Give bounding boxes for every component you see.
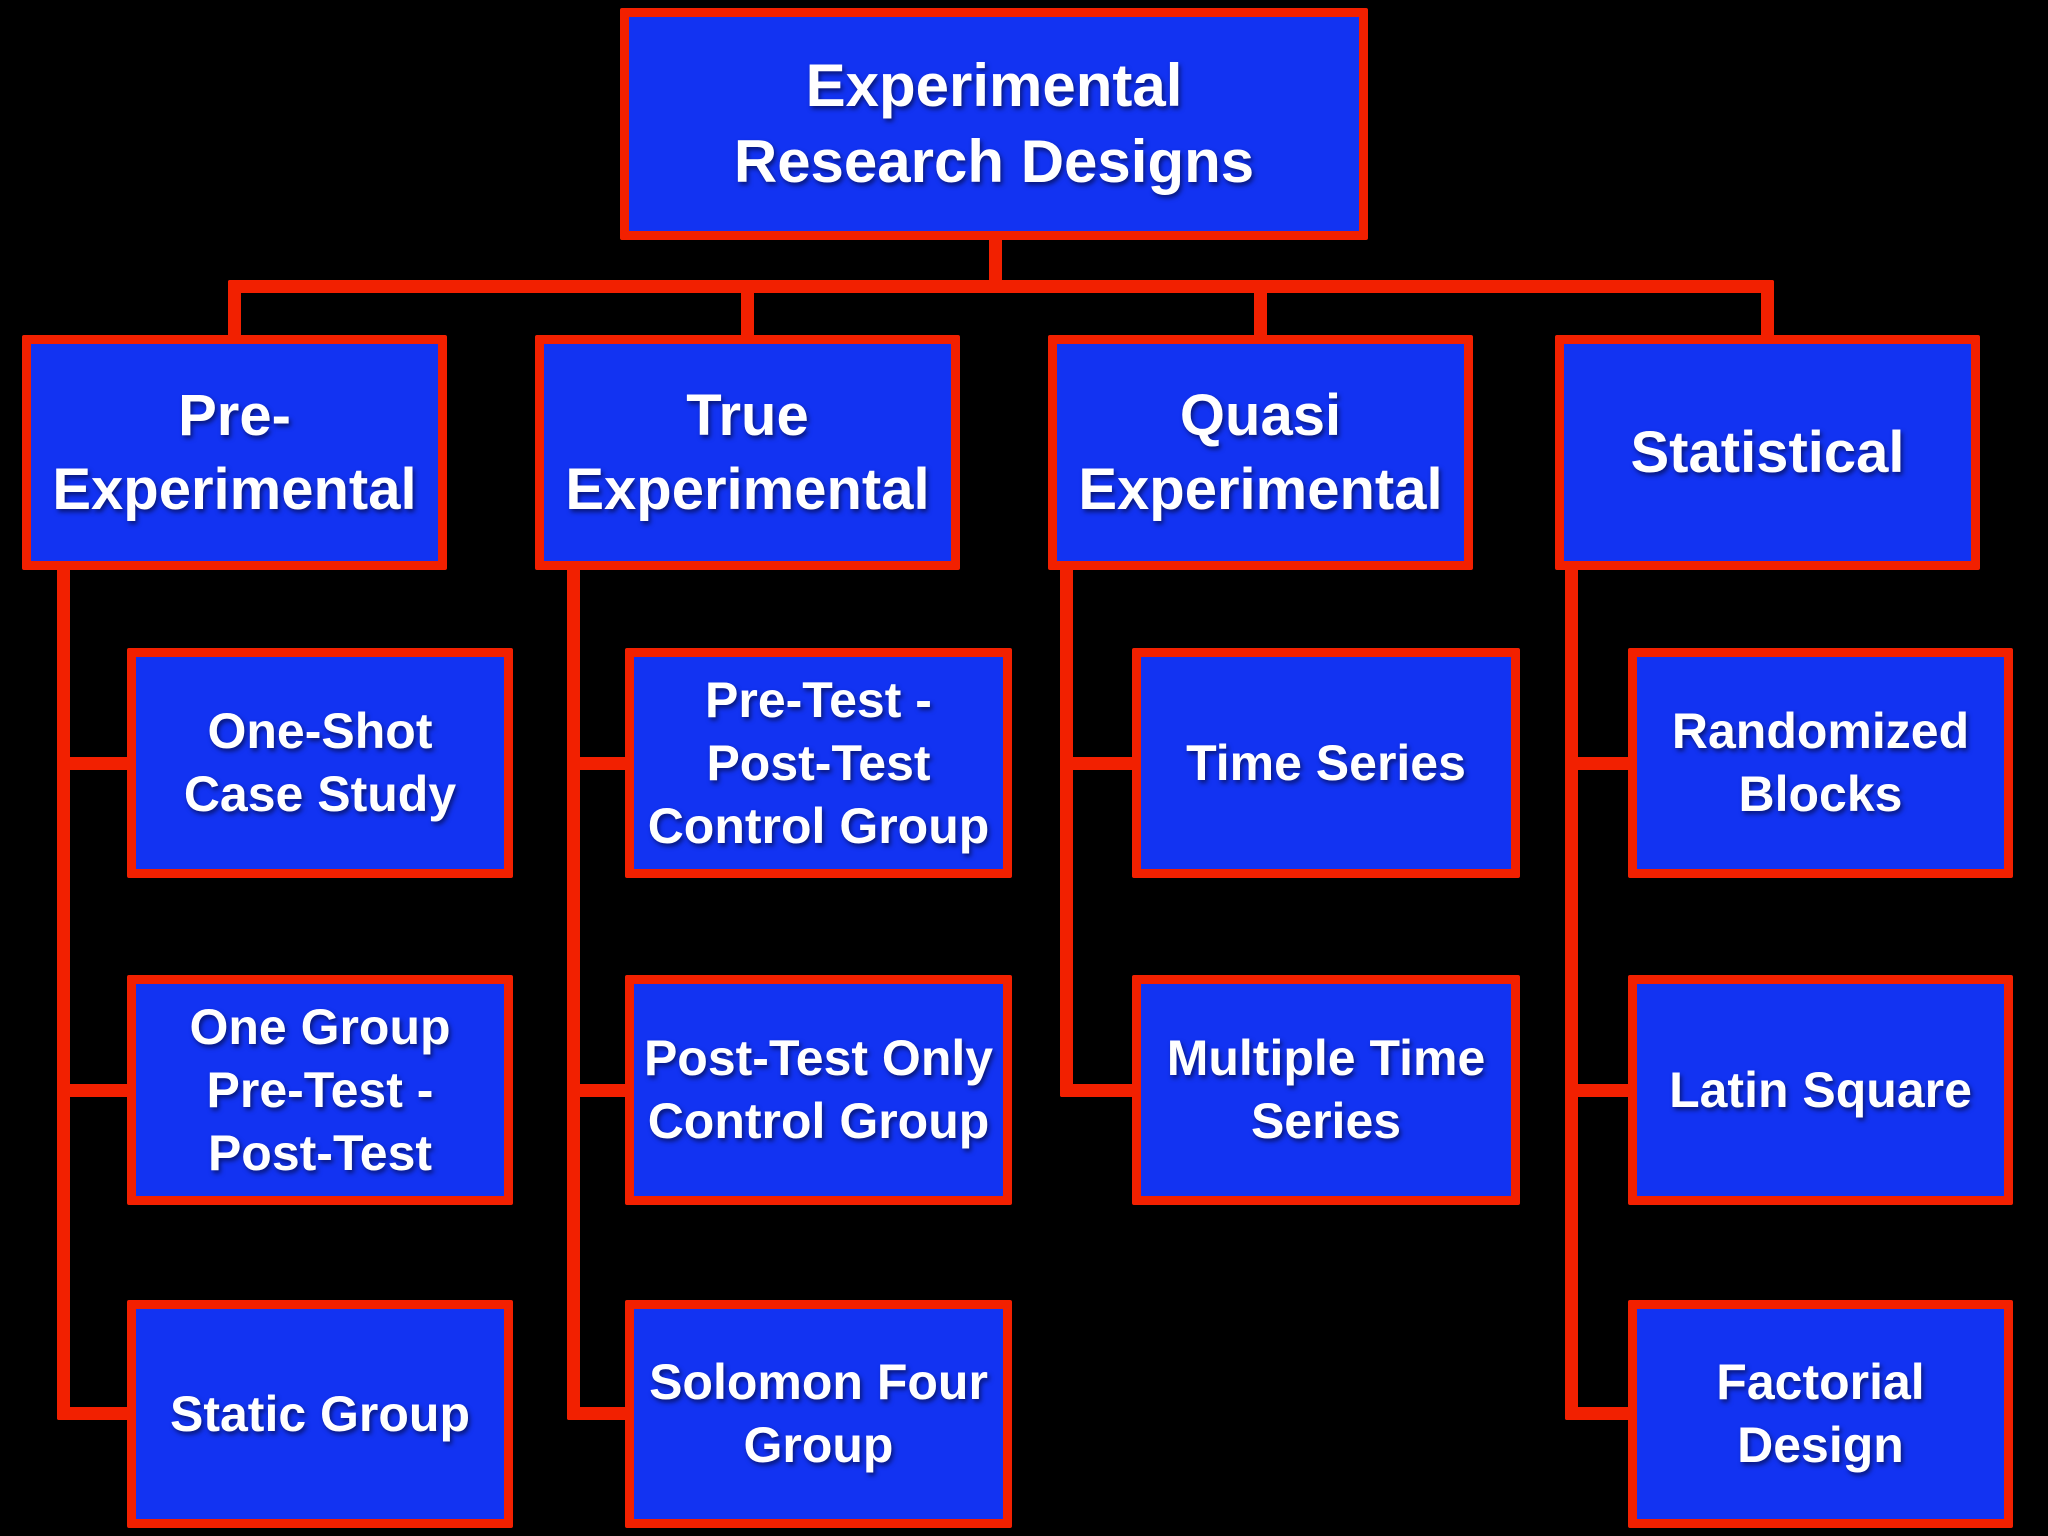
connector-root-stem (989, 238, 1002, 293)
node-post-test-only-control-group: Post-Test Only Control Group (625, 975, 1012, 1205)
node-pre-experimental: Pre- Experimental (22, 335, 447, 570)
connector-stub-one-group (57, 1084, 137, 1097)
connector-drop-statistical (1761, 280, 1774, 342)
node-true-experimental: True Experimental (535, 335, 960, 570)
connector-stub-post-only-control (567, 1084, 635, 1097)
node-quasi-experimental: Quasi Experimental (1048, 335, 1473, 570)
node-solomon-four-group: Solomon Four Group (625, 1300, 1012, 1528)
connector-rail-true-experimental (567, 560, 580, 1420)
node-pre-test-post-test-control-group: Pre-Test - Post-Test Control Group (625, 648, 1012, 878)
connector-stub-solomon (567, 1407, 635, 1420)
connector-stub-multiple-time-series (1060, 1084, 1142, 1097)
connector-drop-true-experimental (741, 280, 754, 342)
connector-top-bar (228, 280, 1774, 293)
connector-stub-pre-post-control (567, 757, 635, 770)
node-multiple-time-series: Multiple Time Series (1132, 975, 1520, 1205)
connector-drop-quasi-experimental (1254, 280, 1267, 342)
connector-rail-pre-experimental (57, 560, 70, 1420)
connector-drop-pre-experimental (228, 280, 241, 342)
connector-rail-quasi-experimental (1060, 560, 1073, 1097)
node-static-group: Static Group (127, 1300, 513, 1528)
node-one-group-pre-test-post-test: One Group Pre-Test - Post-Test (127, 975, 513, 1205)
connector-stub-latin-square (1565, 1084, 1638, 1097)
node-latin-square: Latin Square (1628, 975, 2013, 1205)
connector-rail-statistical (1565, 560, 1578, 1420)
node-randomized-blocks: Randomized Blocks (1628, 648, 2013, 878)
node-one-shot-case-study: One-Shot Case Study (127, 648, 513, 878)
connector-stub-time-series (1060, 757, 1142, 770)
connector-stub-randomized-blocks (1565, 757, 1638, 770)
connector-stub-static-group (57, 1407, 137, 1420)
node-time-series: Time Series (1132, 648, 1520, 878)
connector-stub-one-shot (57, 757, 137, 770)
node-factorial-design: Factorial Design (1628, 1300, 2013, 1528)
node-experimental-research-designs: Experimental Research Designs (620, 8, 1368, 240)
node-statistical: Statistical (1555, 335, 1980, 570)
connector-stub-factorial-design (1565, 1407, 1638, 1420)
